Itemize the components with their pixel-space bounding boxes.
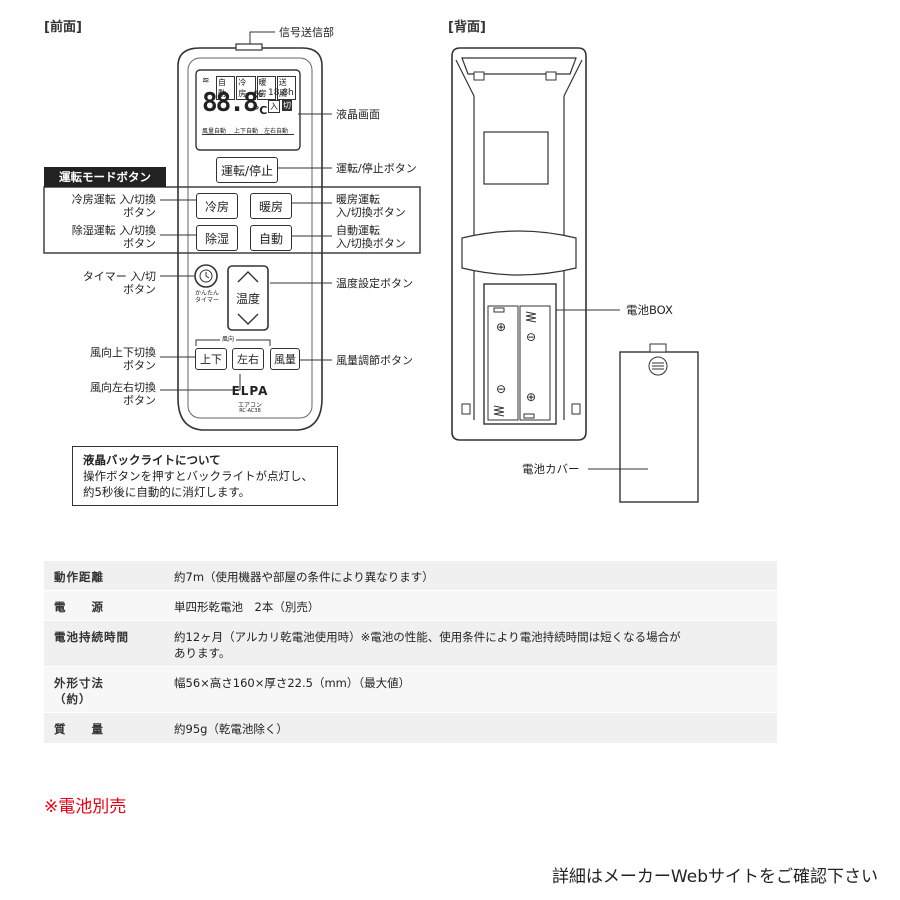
power-button[interactable]: 運転/停止 — [216, 157, 278, 183]
label-signal: 信号送信部 — [279, 26, 334, 39]
table-row: 電池持続時間 約12ヶ月（アルカリ乾電池使用時）※電池の性能、使用条件により電池… — [44, 620, 777, 667]
battery-minus-1: ⊖ — [526, 330, 537, 344]
spec-value: 単四形乾電池 2本（別売） — [164, 590, 777, 621]
spec-key: 動作距離 — [44, 560, 164, 591]
mode-group-box — [43, 186, 421, 254]
swing-v-button[interactable]: 上下 — [195, 348, 227, 370]
spec-key: 外形寸法 （約） — [44, 666, 164, 713]
lcd-content: ≋ 自動 冷房 暖房 送風 88.8 % ℃ 18.8h 入 切 風量自動 上下… — [202, 76, 296, 146]
lcd-screen — [195, 69, 301, 151]
battery-note: ※電池別売 — [44, 797, 127, 817]
heat-button[interactable]: 暖房 — [250, 193, 292, 219]
spec-key: 電池持続時間 — [44, 620, 164, 667]
model-number: RC-AC38 — [239, 408, 261, 414]
backlight-line2: 約5秒後に自動的に消灯します。 — [83, 485, 251, 499]
lcd-indicator-bar — [202, 134, 294, 141]
battery-minus-2: ⊖ — [496, 382, 507, 396]
label-timer: タイマー 入/切 ボタン — [82, 270, 156, 296]
lcd-mode-row: 自動 冷房 暖房 送風 — [216, 76, 296, 100]
label-power: 運転/停止ボタン — [336, 162, 417, 175]
fan-button[interactable]: 風量 — [270, 348, 300, 370]
spec-value: 約7m（使用機器や部屋の条件により異なります） — [164, 560, 777, 591]
spec-value: 幅56×高さ160×厚さ22.5（mm）（最大値） — [164, 666, 777, 713]
label-fan: 風量調節ボタン — [336, 354, 413, 367]
dry-button[interactable]: 除湿 — [196, 225, 238, 251]
spec-key: 電 源 — [44, 590, 164, 621]
table-row: 質 量 約95g（乾電池除く） — [44, 712, 777, 743]
battery-plus-2: ⊕ — [526, 390, 537, 404]
label-battery-cover: 電池カバー — [522, 462, 580, 476]
swing-h-button[interactable]: 左右 — [232, 348, 264, 370]
wifi-icon: ≋ — [202, 76, 210, 86]
battery-plus-1: ⊕ — [496, 320, 507, 334]
timer-small-label: かんたん タイマー — [194, 290, 219, 304]
label-cool: 冷房運転 入/切換 ボタン — [71, 193, 156, 219]
spec-key: 質 量 — [44, 712, 164, 743]
spec-table: 動作距離 約7m（使用機器や部屋の条件により異なります） 電 源 単四形乾電池 … — [44, 560, 777, 743]
label-battery-box: 電池BOX — [626, 303, 673, 317]
front-title: [前面] — [44, 20, 82, 35]
auto-button[interactable]: 自動 — [250, 225, 292, 251]
spec-value: 約95g（乾電池除く） — [164, 712, 777, 743]
lcd-off: 切 — [282, 100, 292, 111]
battery-cover — [619, 351, 699, 503]
table-row: 外形寸法 （約） 幅56×高さ160×厚さ22.5（mm）（最大値） — [44, 666, 777, 713]
mode-header: 運転モードボタン — [44, 167, 166, 187]
label-temp: 温度設定ボタン — [336, 277, 413, 290]
backlight-title: 液晶バックライトについて — [83, 453, 221, 467]
backlight-note: 液晶バックライトについて 操作ボタンを押すとバックライトが点灯し、 約5秒後に自… — [72, 446, 338, 506]
label-dry: 除湿運転 入/切換 ボタン — [71, 224, 156, 250]
model-name: エアコン — [237, 402, 262, 409]
lcd-celsius: ℃ — [254, 104, 268, 117]
table-row: 電 源 単四形乾電池 2本（別売） — [44, 590, 777, 621]
brand-logo: ELPA — [231, 384, 269, 398]
label-swing-v: 風向上下切換 ボタン — [90, 346, 156, 372]
cool-button[interactable]: 冷房 — [196, 193, 238, 219]
back-title: [背面] — [448, 20, 486, 35]
lcd-fan-label: 風量自動 — [202, 128, 227, 135]
footer-text: 詳細はメーカーWebサイトをご確認下さい — [551, 867, 878, 887]
spec-value: 約12ヶ月（アルカリ乾電池使用時）※電池の性能、使用条件により電池持続時間は短く… — [164, 620, 777, 667]
lcd-percent: % — [254, 90, 264, 100]
temp-label: 温度 — [235, 292, 260, 306]
diagram-lines — [43, 31, 699, 503]
backlight-line1: 操作ボタンを押すとバックライトが点灯し、 — [83, 469, 313, 483]
lcd-on: 入 — [268, 100, 280, 113]
lcd-swing-h-label: 左右自動 — [264, 128, 289, 135]
label-swing-h: 風向左右切換 ボタン — [90, 381, 156, 407]
label-auto: 自動運転 入/切換ボタン — [336, 224, 406, 250]
lcd-swing-v-label: 上下自動 — [234, 128, 259, 135]
lcd-digits: 88.8 — [202, 88, 259, 118]
lcd-timer-digits: 18.8h — [268, 88, 294, 98]
table-row: 動作距離 約7m（使用機器や部屋の条件により異なります） — [44, 560, 777, 591]
label-heat: 暖房運転 入/切換ボタン — [336, 193, 406, 219]
label-lcd: 液晶画面 — [336, 108, 380, 121]
wind-group-label: 風向 — [220, 334, 237, 343]
